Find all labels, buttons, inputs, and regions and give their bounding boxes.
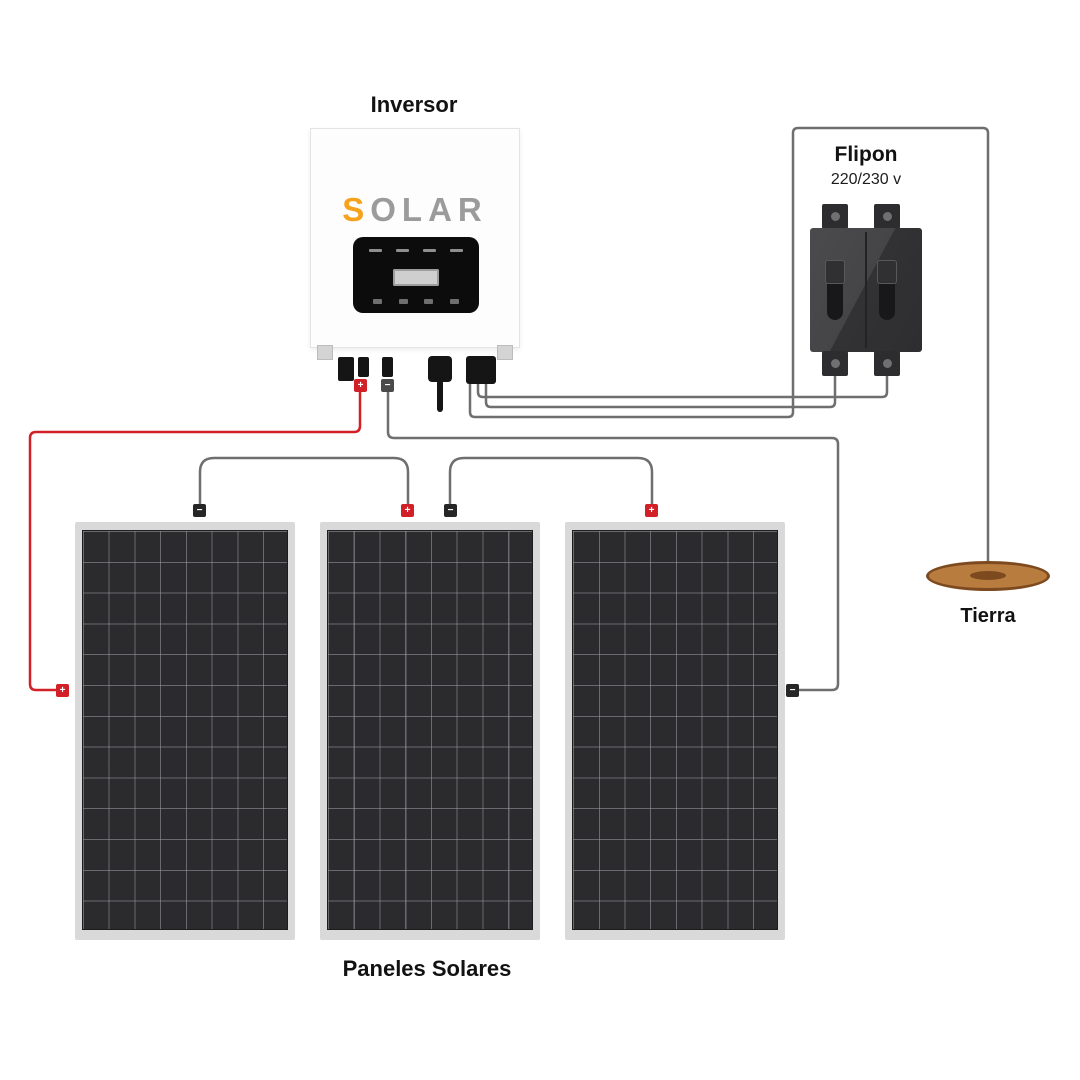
logo-rest-letters: OLAR bbox=[370, 191, 488, 228]
screw-icon bbox=[830, 212, 840, 221]
panel-cell-grid bbox=[82, 530, 288, 930]
wire-ac-line-1 bbox=[476, 372, 889, 399]
panel1-negative-badge: − bbox=[193, 504, 206, 517]
logo-accent-letter: S bbox=[342, 191, 371, 228]
panel3-positive-badge: + bbox=[645, 504, 658, 517]
ground-label: Tierra bbox=[960, 605, 1016, 627]
breaker-voltage-label: 220/230 v bbox=[830, 171, 902, 188]
status-led-row bbox=[369, 249, 463, 252]
mounting-flange-right bbox=[497, 345, 513, 360]
dc-negative-port bbox=[382, 357, 393, 377]
ac-output-port bbox=[466, 356, 496, 384]
negative-terminal-badge: − bbox=[381, 379, 394, 392]
wifi-antenna-stick bbox=[437, 380, 443, 412]
screw-icon bbox=[882, 212, 892, 221]
wire-dc-positive bbox=[28, 390, 362, 692]
inverter-display-panel bbox=[353, 237, 479, 313]
wire-dc-negative bbox=[386, 390, 840, 692]
inverter: SOLAR bbox=[310, 128, 520, 360]
circuit-breaker bbox=[810, 204, 922, 376]
wire-ground bbox=[468, 126, 990, 568]
panel2-negative-badge: − bbox=[444, 504, 457, 517]
screw-icon bbox=[830, 359, 840, 368]
wifi-antenna-base bbox=[428, 356, 452, 382]
breaker-toggle-right bbox=[877, 260, 897, 284]
breaker-label: Flipon bbox=[834, 143, 898, 166]
mounting-flange-left bbox=[317, 345, 333, 360]
dc-connector bbox=[338, 357, 354, 381]
wire-panel1-to-panel2 bbox=[198, 456, 410, 508]
wire-panel2-to-panel3 bbox=[448, 456, 654, 508]
breaker-toggle-left bbox=[825, 260, 845, 284]
breaker-terminal-bottom-left bbox=[822, 351, 848, 376]
display-button-row bbox=[373, 299, 459, 304]
panel-cell-grid bbox=[327, 530, 533, 930]
breaker-pole-divider bbox=[865, 232, 867, 348]
solar-panel-3 bbox=[565, 522, 785, 940]
breaker-terminal-top-left bbox=[822, 204, 848, 229]
panel-cell-grid bbox=[572, 530, 778, 930]
solar-panel-2 bbox=[320, 522, 540, 940]
breaker-terminal-bottom-right bbox=[874, 351, 900, 376]
solar-panel-1 bbox=[75, 522, 295, 940]
ground-rod-hole bbox=[970, 571, 1006, 580]
breaker-terminal-top-right bbox=[874, 204, 900, 229]
screw-icon bbox=[882, 359, 892, 368]
inverter-brand-logo: SOLAR bbox=[311, 191, 519, 229]
panel1-positive-badge: + bbox=[56, 684, 69, 697]
lcd-screen bbox=[393, 269, 439, 286]
wire-ac-line-2 bbox=[484, 372, 837, 409]
panel2-positive-badge: + bbox=[401, 504, 414, 517]
panel3-negative-badge: − bbox=[786, 684, 799, 697]
positive-terminal-badge: + bbox=[354, 379, 367, 392]
panels-label: Paneles Solares bbox=[342, 956, 512, 981]
inverter-label: Inversor bbox=[370, 92, 458, 117]
dc-positive-port bbox=[358, 357, 369, 377]
